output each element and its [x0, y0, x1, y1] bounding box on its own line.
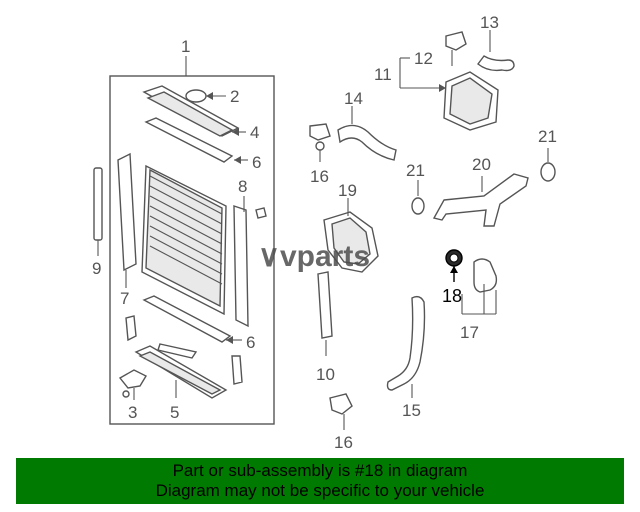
drain-cock — [118, 369, 147, 400]
callout-8: 8 — [238, 177, 247, 196]
hose-clamp-lower — [329, 393, 353, 430]
lower-radiator-hose — [386, 295, 426, 398]
callout-9: 9 — [92, 259, 101, 278]
radiator-lower-tank — [125, 295, 243, 399]
upper-radiator-hose — [337, 106, 397, 161]
radiator-core — [141, 164, 227, 316]
callout-16-lower: 16 — [334, 433, 353, 452]
callout-6-lower: 6 — [246, 333, 255, 352]
callout-10: 10 — [316, 365, 335, 384]
parts-diagram: ∨vparts 1 2 3 4 5 6 6 7 8 9 10 11 12 13 … — [92, 13, 557, 452]
water-outlet — [323, 198, 379, 273]
callout-1: 1 — [181, 37, 190, 56]
callout-18: 18 — [442, 286, 462, 306]
banner-line-2: Diagram may not be specific to your vehi… — [155, 481, 485, 500]
water-inlet — [461, 258, 498, 315]
callout-14: 14 — [344, 89, 363, 108]
radiator-upper-tank — [142, 85, 240, 137]
hose-clamp-upper — [309, 123, 331, 162]
callout-3: 3 — [128, 403, 137, 422]
coolant-reservoir — [399, 30, 515, 131]
callout-4: 4 — [250, 123, 259, 142]
gasket-left — [411, 180, 425, 215]
callout-13: 13 — [480, 13, 499, 32]
callout-11: 11 — [374, 65, 392, 84]
callout-20: 20 — [472, 155, 491, 174]
o-ring-part-18 — [445, 249, 463, 282]
callout-19: 19 — [338, 181, 357, 200]
callout-7: 7 — [120, 289, 129, 308]
callout-12: 12 — [414, 49, 433, 68]
banner-line-1: Part or sub-assembly is #18 in diagram — [172, 461, 468, 480]
radiator-assembly-frame — [109, 56, 275, 425]
bypass-pipe — [432, 173, 529, 227]
callout-6-upper: 6 — [252, 153, 261, 172]
callout-2: 2 — [230, 87, 239, 106]
radiator-side-brackets — [117, 152, 267, 328]
callout-16-upper: 16 — [310, 167, 329, 186]
watermark-logo: ∨vparts — [258, 240, 370, 273]
vertical-seal — [317, 271, 333, 356]
callout-5: 5 — [170, 403, 179, 422]
gasket-right — [540, 148, 556, 182]
radiator-seals-top — [144, 117, 248, 164]
callout-17: 17 — [460, 323, 479, 342]
callout-21-left: 21 — [406, 161, 425, 180]
part-info-banner: Part or sub-assembly is #18 in diagram D… — [16, 458, 624, 504]
side-seal-strip — [93, 167, 103, 256]
callout-21-right: 21 — [538, 127, 557, 146]
callout-15: 15 — [402, 401, 421, 420]
